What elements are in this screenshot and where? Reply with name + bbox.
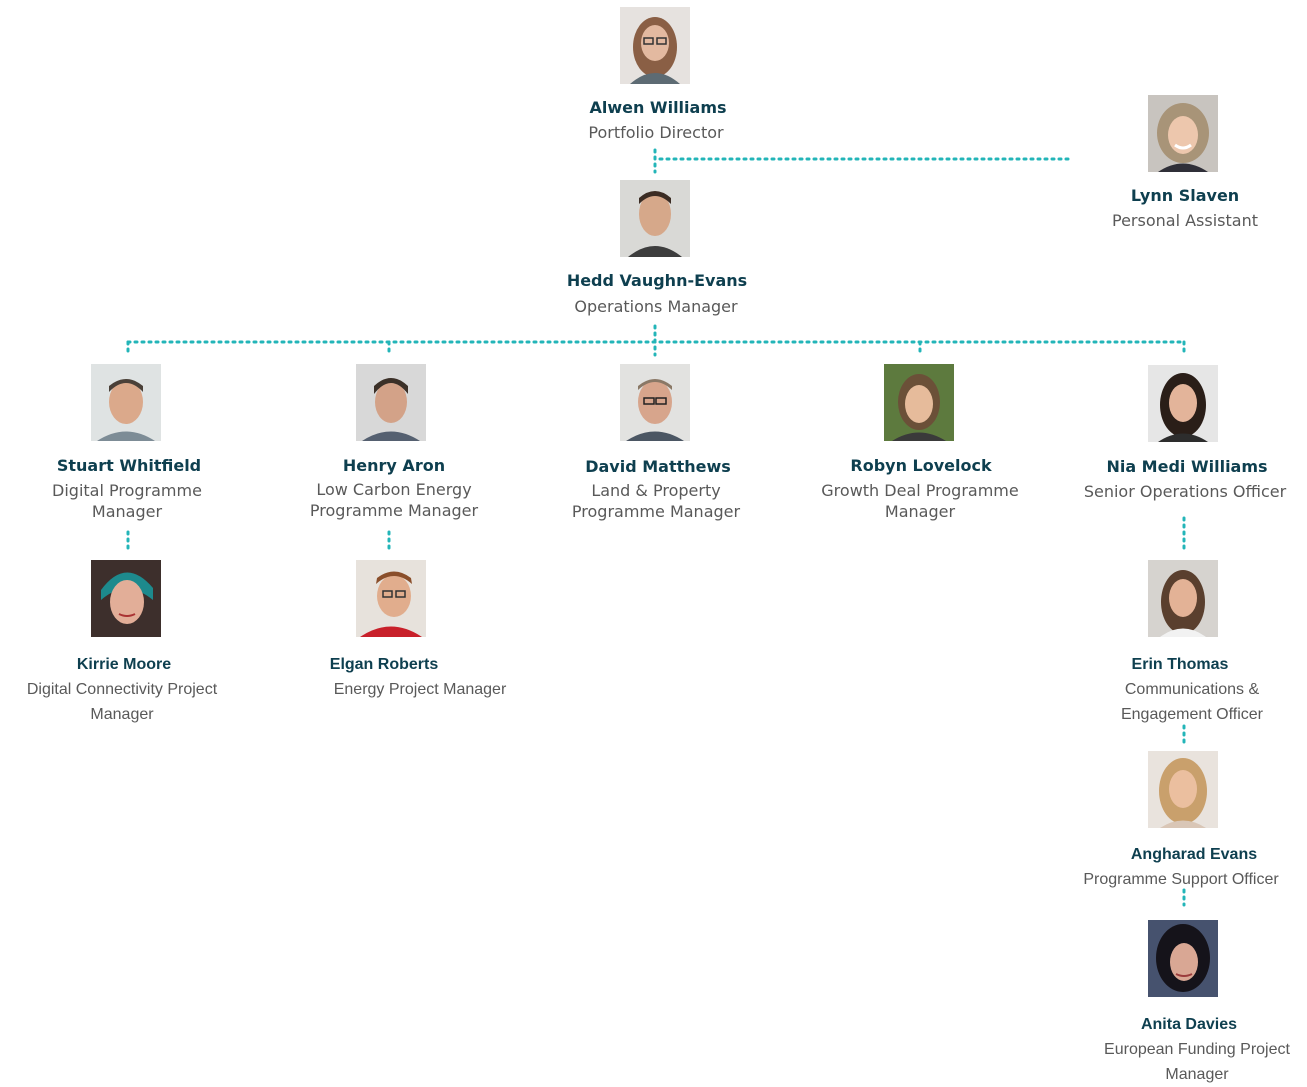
stuart-photo: [91, 364, 161, 441]
hedd-role: Operations Manager: [574, 297, 738, 316]
person-avatar-icon: [356, 364, 426, 441]
angharad-role: Programme Support Officer: [1083, 871, 1279, 888]
person-avatar-icon: [1148, 751, 1218, 828]
erin-name: Erin Thomas: [1131, 656, 1229, 673]
person-avatar-icon: [1148, 95, 1218, 172]
elgan-photo: [356, 560, 426, 637]
david-role: Land & Property Programme Manager: [571, 481, 741, 521]
anita-photo: [1148, 920, 1218, 997]
kirrie-name: Kirrie Moore: [76, 656, 172, 673]
person-avatar-icon: [1148, 560, 1218, 637]
david-photo: [620, 364, 690, 441]
nia-role: Senior Operations Officer: [1083, 482, 1287, 501]
robyn-photo: [884, 364, 954, 441]
nia-photo: [1148, 365, 1218, 442]
hedd-photo: [620, 180, 690, 257]
anita-role: European Funding Project Manager: [1104, 1041, 1290, 1083]
alwen-name: Alwen Williams: [589, 98, 727, 117]
robyn-name: Robyn Lovelock: [850, 456, 992, 475]
kirrie-role: Digital Connectivity Project Manager: [26, 681, 218, 723]
lynn-photo: [1148, 95, 1218, 172]
elgan-name: Elgan Roberts: [329, 656, 439, 673]
person-avatar-icon: [1148, 365, 1218, 442]
person-avatar-icon: [620, 180, 690, 257]
person-avatar-icon: [884, 364, 954, 441]
robyn-role: Growth Deal Programme Manager: [821, 481, 1019, 521]
nia-name: Nia Medi Williams: [1106, 457, 1268, 476]
person-avatar-icon: [620, 364, 690, 441]
elgan-role: Energy Project Manager: [333, 681, 507, 698]
hedd-name: Hedd Vaughn-Evans: [566, 271, 748, 290]
erin-photo: [1148, 560, 1218, 637]
lynn-role: Personal Assistant: [1112, 211, 1258, 230]
person-avatar-icon: [620, 7, 690, 84]
stuart-name: Stuart Whitfield: [56, 456, 202, 475]
alwen-photo: [620, 7, 690, 84]
angharad-photo: [1148, 751, 1218, 828]
david-name: David Matthews: [585, 457, 731, 476]
person-avatar-icon: [356, 560, 426, 637]
stuart-role: Digital Programme Manager: [52, 481, 202, 521]
angharad-name: Angharad Evans: [1130, 846, 1258, 863]
erin-role: Communications & Engagement Officer: [1120, 681, 1263, 723]
henry-role: Low Carbon Energy Programme Manager: [309, 480, 479, 520]
kirrie-photo: [91, 560, 161, 637]
alwen-role: Portfolio Director: [588, 123, 724, 142]
anita-name: Anita Davies: [1140, 1016, 1238, 1033]
henry-photo: [356, 364, 426, 441]
person-avatar-icon: [91, 560, 161, 637]
person-avatar-icon: [1148, 920, 1218, 997]
henry-name: Henry Aron: [342, 456, 446, 475]
lynn-name: Lynn Slaven: [1130, 186, 1240, 205]
person-avatar-icon: [91, 364, 161, 441]
